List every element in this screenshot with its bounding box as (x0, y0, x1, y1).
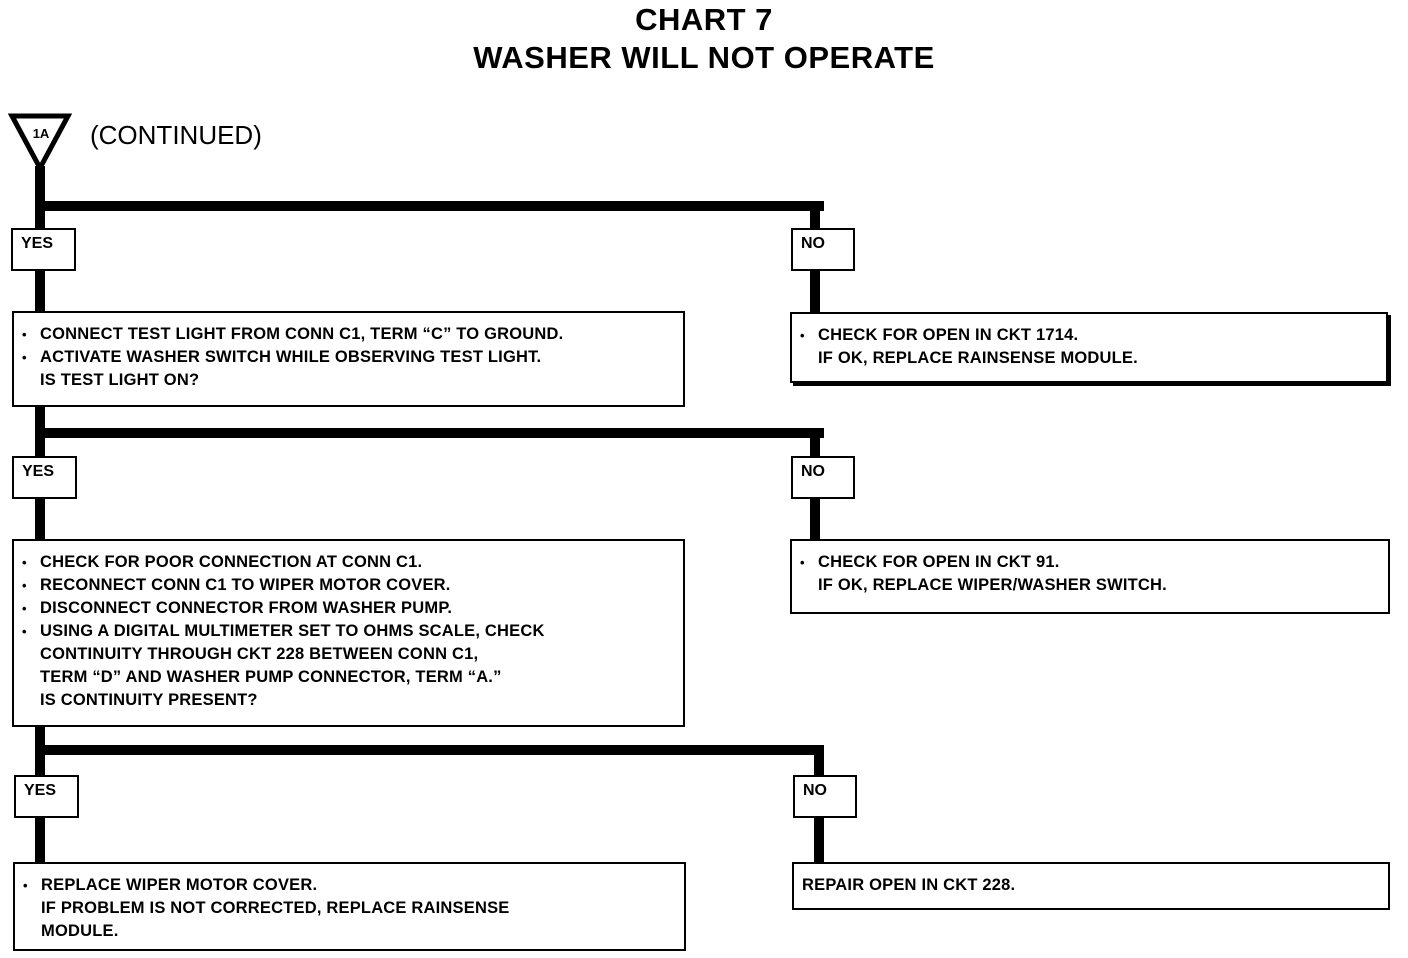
step3-no-text: REPAIR OPEN IN CKT 228. (802, 876, 1016, 894)
step3-yes-item: REPLACE WIPER MOTOR COVER. IF PROBLEM IS… (23, 874, 676, 943)
connector-line (810, 496, 820, 542)
yes-label: YES (14, 775, 79, 818)
connector-line (35, 201, 824, 211)
step3-no-box: REPAIR OPEN IN CKT 228. (792, 862, 1390, 910)
connector-line (35, 166, 45, 230)
entry-marker-label: 1A (33, 126, 50, 141)
no-label: NO (793, 775, 857, 818)
no-label: NO (791, 456, 855, 499)
step1-item: ACTIVATE WASHER SWITCH WHILE OBSERVING T… (22, 346, 675, 392)
chart-subtitle: WASHER WILL NOT OPERATE (473, 40, 935, 75)
step2-item: USING A DIGITAL MULTIMETER SET TO OHMS S… (22, 620, 675, 712)
connector-line (35, 814, 45, 866)
no-label: NO (791, 228, 855, 271)
step2-item: CHECK FOR POOR CONNECTION AT CONN C1. (22, 551, 675, 574)
connector-line (35, 428, 824, 438)
connector-line (35, 496, 45, 542)
yes-label: YES (12, 456, 77, 499)
continued-label: (CONTINUED) (90, 120, 262, 150)
step2-no-box: CHECK FOR OPEN IN CKT 91. IF OK, REPLACE… (790, 539, 1390, 614)
connector-line (814, 814, 824, 866)
step1-item: CONNECT TEST LIGHT FROM CONN C1, TERM “C… (22, 323, 675, 346)
step1-no-box: CHECK FOR OPEN IN CKT 1714. IF OK, REPLA… (790, 312, 1388, 383)
step2-no-item: CHECK FOR OPEN IN CKT 91. IF OK, REPLACE… (800, 551, 1380, 597)
step3-yes-box: REPLACE WIPER MOTOR COVER. IF PROBLEM IS… (13, 862, 686, 951)
step2-item: DISCONNECT CONNECTOR FROM WASHER PUMP. (22, 597, 675, 620)
connector-line (35, 268, 45, 314)
connector-line (35, 745, 824, 755)
entry-marker-icon: 1A (8, 113, 73, 174)
step2-item: RECONNECT CONN C1 TO WIPER MOTOR COVER. (22, 574, 675, 597)
yes-label: YES (11, 228, 76, 271)
step1-no-item: CHECK FOR OPEN IN CKT 1714. IF OK, REPLA… (800, 324, 1378, 370)
step2-box: CHECK FOR POOR CONNECTION AT CONN C1. RE… (12, 539, 685, 727)
chart-title: CHART 7 (635, 2, 773, 37)
connector-line (814, 745, 824, 775)
connector-line (810, 268, 820, 315)
connector-line (810, 428, 820, 458)
connector-line (810, 201, 820, 231)
step1-box: CONNECT TEST LIGHT FROM CONN C1, TERM “C… (12, 311, 685, 407)
